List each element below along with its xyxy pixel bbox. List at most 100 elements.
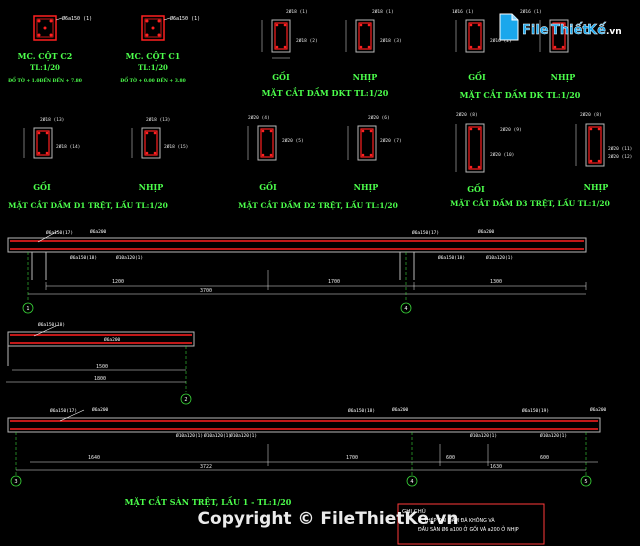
d3-nhip-label: NHỊP — [584, 182, 609, 192]
s2-axis-0: 2 — [184, 397, 187, 403]
s3-tag-bot-2: Ø10a120(1) — [230, 432, 257, 439]
s1-span-2: 1300 — [490, 279, 502, 285]
s3-tag-top-2: Ø6a150(18) — [348, 407, 375, 414]
s3-tag-bot-0: Ø10a120(1) — [176, 432, 203, 439]
s3-tag-top-3: Ø6a200 — [392, 406, 409, 413]
svg-text:2Ø20 (8): 2Ø20 (8) — [580, 111, 602, 118]
s1-span-0: 1200 — [112, 279, 124, 285]
svg-text:2Ø18 (1): 2Ø18 (1) — [286, 8, 308, 15]
dkt-title: MẶT CẮT DẦM DKT TL:1/20 — [262, 88, 389, 98]
s3-mid-span-1: 1700 — [346, 455, 358, 461]
c2-note: ĐỔ TỜ + 1.0ĐẾN ĐẾN + 7.80 — [8, 75, 82, 84]
beam-section-goi: 2Ø20 (4) 2Ø20 (5) — [247, 114, 304, 161]
s1-axis-1: 4 — [404, 306, 407, 312]
c2-tag: Ø6a150 (1) — [62, 15, 92, 22]
s2-tag-top-1: Ø6a200 — [104, 336, 121, 343]
svg-text:2Ø20 (10): 2Ø20 (10) — [490, 151, 514, 158]
slab-strip-1: Ø6a150(17) Ø6a200 Ø6a150(17) Ø6a200 Ø6a1… — [7, 228, 587, 314]
svg-text:1Ø16 (1): 1Ø16 (1) — [452, 8, 474, 15]
s1-tag-bot-2: Ø6a150(18) — [438, 254, 465, 261]
document-icon — [499, 13, 519, 41]
beam-group-d3: 2Ø20 (8) 2Ø20 (9) 2Ø20 (10) 2Ø20 (8) 2Ø2… — [450, 111, 632, 208]
s3-span-0: 1640 — [88, 455, 100, 461]
svg-text:2Ø18 (13): 2Ø18 (13) — [40, 116, 64, 123]
svg-text:2Ø18 (15): 2Ø18 (15) — [164, 143, 188, 150]
logo-vn: .vn — [606, 27, 622, 37]
s2-total: 1800 — [94, 376, 106, 382]
beam-section-nhip: 2Ø18 (13) 2Ø18 (15) — [131, 116, 188, 159]
dk-goi-label: GỐI — [468, 72, 486, 82]
dk-nhip-label: NHỊP — [551, 72, 576, 82]
svg-text:2Ø20 (7): 2Ø20 (7) — [380, 137, 402, 144]
svg-text:2Ø18 (1): 2Ø18 (1) — [372, 8, 394, 15]
d1-title: MẶT CẮT DẦM D1 TRỆT, LẦU TL:1/20 — [8, 200, 168, 210]
beam-section-nhip: 2Ø20 (6) 2Ø20 (7) — [347, 114, 402, 161]
note-line-1: 1. THÉP ĐAI DẦM ĐÃ KHÔNG VÀ — [418, 516, 495, 524]
svg-text:2Ø20 (12): 2Ø20 (12) — [608, 153, 632, 160]
d2-nhip-label: NHỊP — [354, 182, 379, 192]
beam-section-nhip: 2Ø16 (1) — [520, 8, 569, 53]
svg-text:2Ø20 (5): 2Ø20 (5) — [282, 137, 304, 144]
beam-group-d1: 2Ø18 (13) 2Ø18 (14) 2Ø18 (13) 2Ø18 (15) … — [8, 116, 188, 210]
logo-file: File — [522, 23, 549, 38]
s3-mid-span-4: 600 — [540, 455, 549, 461]
beam-section-goi: 2Ø18 (13) 2Ø18 (14) — [23, 116, 80, 159]
d1-goi-label: GỐI — [33, 182, 51, 192]
svg-text:2Ø20 (8): 2Ø20 (8) — [456, 111, 478, 118]
s2-span-0: 1500 — [96, 364, 108, 370]
s3-tag-top-1: Ø6a200 — [92, 406, 109, 413]
slab-title: MẶT CẮT SÀN TRỆT, LẦU 1 - TL:1/20 — [125, 497, 292, 507]
note-box: GHI CHÚ 1. THÉP ĐAI DẦM ĐÃ KHÔNG VÀ ĐẦU … — [397, 503, 545, 545]
s3-axis-0: 3 — [14, 479, 17, 485]
s3-axis-2: 5 — [584, 479, 587, 485]
column-section-c1: Ø6a150 (1) MC. CỘT C1 TL:1/20 ĐỔ TỜ + 0.… — [120, 15, 200, 84]
s3-tag-bot-1: Ø10a120(1) — [204, 432, 231, 439]
filethietke-logo: File Thiết Kế .vn — [496, 10, 628, 44]
column-section-c2: Ø6a150 (1) MC. CỘT C2 TL:1/20 ĐỔ TỜ + 1.… — [8, 15, 92, 84]
beam-section-goi: 2Ø18 (1) 2Ø18 (2) — [261, 8, 318, 59]
s3-tag-top-4: Ø6a150(19) — [522, 407, 549, 414]
c2-scale: TL:1/20 — [30, 63, 60, 72]
c2-title: MC. CỘT C2 — [18, 51, 73, 61]
beam-group-dkt: 2Ø18 (1) 2Ø18 (2) 2Ø18 (1) 2Ø18 (3) GỐI … — [262, 8, 402, 98]
svg-text:2Ø16 (1): 2Ø16 (1) — [520, 8, 542, 15]
s1-tag-bot-1: Ø10a120(1) — [116, 254, 143, 261]
d3-title: MẶT CẮT DẦM D3 TRỆT, LẦU TL:1/20 — [450, 198, 610, 208]
s3-tag-top-5: Ø6a200 — [590, 406, 607, 413]
svg-text:2Ø20 (11): 2Ø20 (11) — [608, 145, 632, 152]
svg-text:2Ø20 (6): 2Ø20 (6) — [368, 114, 390, 121]
s1-tag-top-0: Ø6a150(17) — [46, 229, 73, 236]
svg-text:2Ø18 (14): 2Ø18 (14) — [56, 143, 80, 150]
c1-tag: Ø6a150 (1) — [170, 15, 200, 22]
s1-tag-top-1: Ø6a200 — [90, 228, 107, 235]
s3-span-1: 3722 — [200, 464, 212, 470]
note-heading: GHI CHÚ — [402, 508, 426, 515]
d1-nhip-label: NHỊP — [139, 182, 164, 192]
s1-span-1: 1700 — [328, 279, 340, 285]
s3-axis-1: 4 — [410, 479, 413, 485]
s3-tag-bot-4: Ø10a120(1) — [540, 432, 567, 439]
s2-tag-top-0: Ø6a150(18) — [38, 321, 65, 328]
logo-ke: Kế — [587, 23, 606, 38]
s3-tag-bot-3: Ø10a120(1) — [470, 432, 497, 439]
svg-text:2Ø18 (2): 2Ø18 (2) — [296, 37, 318, 44]
beam-group-d2: 2Ø20 (4) 2Ø20 (5) 2Ø20 (6) 2Ø20 (7) GỐI … — [238, 114, 402, 210]
slab-strip-2: Ø6a150(18) Ø6a200 1500 1800 2 — [6, 321, 195, 405]
s3-mid-span-2: 600 — [446, 455, 455, 461]
svg-text:2Ø20 (4): 2Ø20 (4) — [248, 114, 270, 121]
beam-section-goi: 2Ø20 (8) 2Ø20 (9) 2Ø20 (10) — [455, 111, 522, 173]
dkt-nhip-label: NHỊP — [353, 72, 378, 82]
copyright-watermark: Copyright © FileThietKe.vn — [198, 509, 459, 529]
beam-section-nhip: 2Ø20 (8) 2Ø20 (11) 2Ø20 (12) — [575, 111, 632, 167]
c1-title: MC. CỘT C1 — [126, 51, 181, 61]
s1-total: 3700 — [200, 288, 212, 294]
s1-tag-top-right-1: Ø6a200 — [478, 228, 495, 235]
note-line-2: ĐẦU SÀN Ø6 a100 Ở GỐI VÀ a200 Ở NHỊP — [418, 525, 519, 533]
s1-tag-top-right-0: Ø6a150(17) — [412, 229, 439, 236]
svg-text:2Ø18 (13): 2Ø18 (13) — [146, 116, 170, 123]
svg-text:2Ø18 (3): 2Ø18 (3) — [380, 37, 402, 44]
s1-axis-0: 1 — [26, 306, 29, 312]
slab-strip-3: Ø6a150(17) Ø6a200 Ø6a150(18) Ø6a200 Ø6a1… — [7, 406, 607, 487]
s1-tag-bot-0: Ø6a150(18) — [70, 254, 97, 261]
